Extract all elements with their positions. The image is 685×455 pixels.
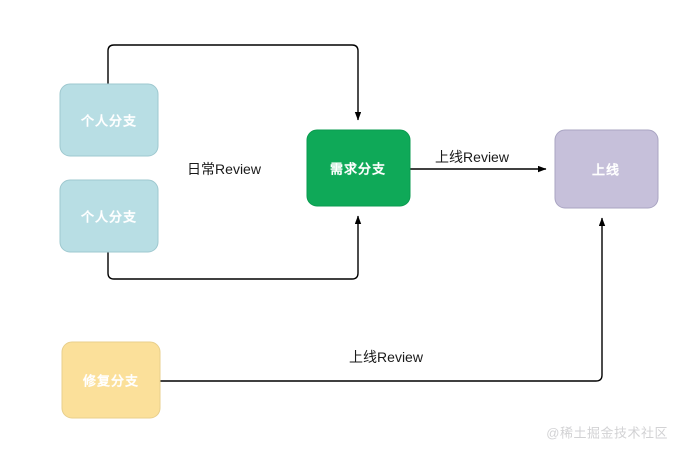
node-personal-branch-2[interactable] (59, 179, 159, 253)
edge-personal2-to-requirement-path (107, 215, 362, 280)
node-release[interactable] (554, 129, 659, 209)
node-personal-branch-1[interactable] (59, 83, 159, 157)
edge-label-daily-review: 日常Review (187, 161, 261, 177)
watermark-text: @稀土掘金技术社区 (546, 425, 668, 441)
edge-hotfix-to-release-path (160, 217, 606, 382)
node-hotfix-branch[interactable] (61, 341, 161, 419)
edge-label-release-review-top: 上线Review (435, 149, 509, 165)
node-requirement-branch[interactable] (306, 129, 411, 207)
edge-personal1-to-requirement-path (107, 44, 362, 121)
edge-label-release-review-bottom: 上线Review (349, 349, 423, 365)
